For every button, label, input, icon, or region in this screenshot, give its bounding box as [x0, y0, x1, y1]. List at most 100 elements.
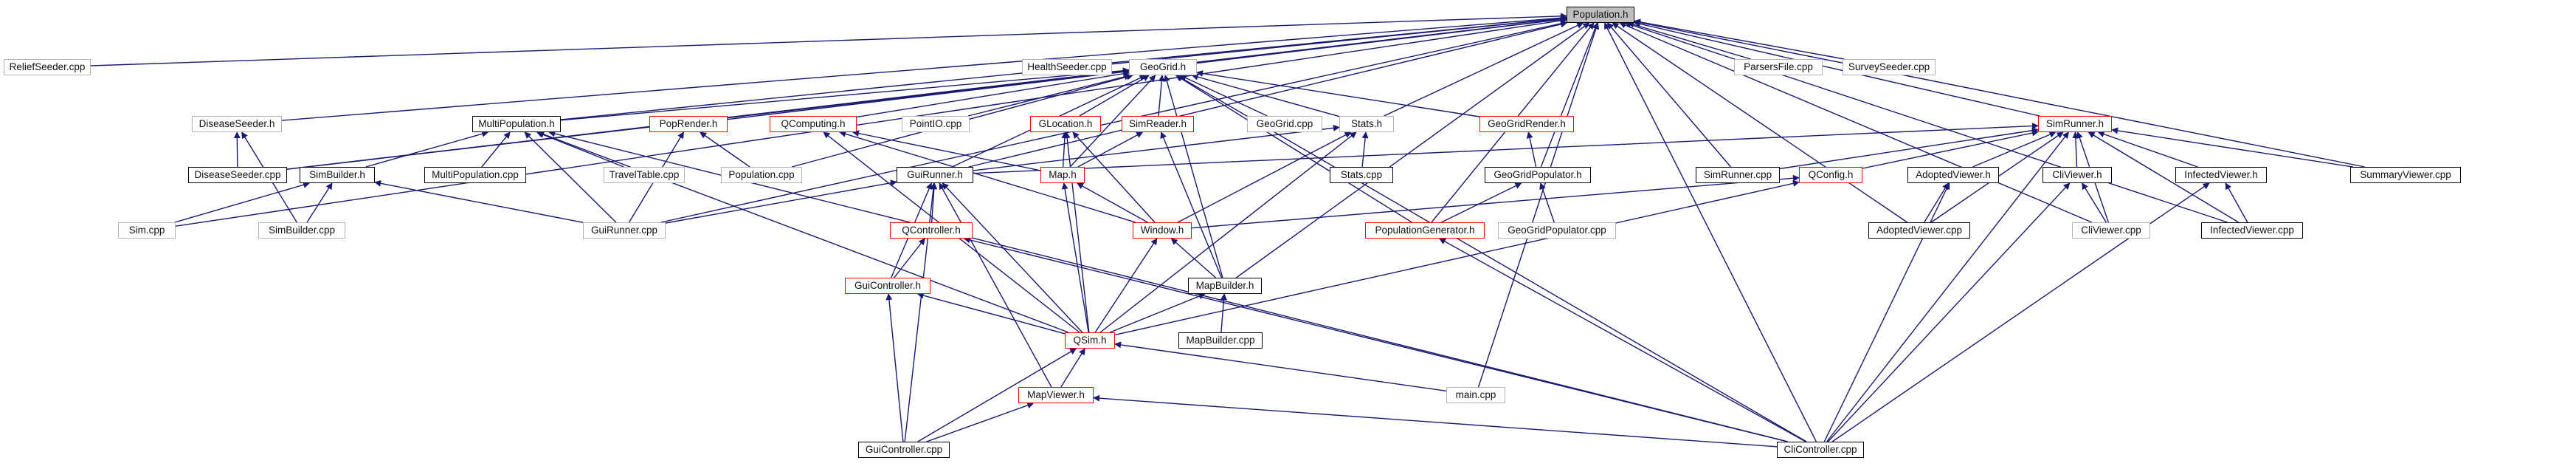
edge-qcontroller_h-to-guirunner_h — [930, 182, 938, 223]
node-map-builder-h[interactable]: MapBuilder.h — [1188, 278, 1262, 294]
edge-adoptedviewer_cpp-to-adoptedviewer_h — [1924, 182, 1949, 223]
node-label: Map.h — [1049, 169, 1077, 180]
edge-parsers_cpp-to-pop_h — [1627, 21, 1751, 60]
node-label: GeoGridPopulator.h — [1494, 169, 1582, 180]
edge-geogrid_h-to-pop_h — [1196, 16, 1567, 64]
node-label: MultiPopulation.h — [478, 118, 555, 129]
edge-qsim_h-to-window_h — [1094, 238, 1158, 333]
node-label: TravelTable.cpp — [609, 169, 680, 180]
node-sim-cpp[interactable]: Sim.cpp — [118, 222, 176, 239]
node-parsers-file-cpp[interactable]: ParsersFile.cpp — [1734, 59, 1823, 75]
node-relief-seeder-cpp[interactable]: ReliefSeeder.cpp — [4, 59, 91, 75]
node-stats-h[interactable]: Stats.h — [1339, 116, 1394, 132]
node-sim-builder-cpp[interactable]: SimBuilder.cpp — [258, 222, 345, 239]
node-q-controller-h[interactable]: QController.h — [890, 222, 973, 239]
node-gui-controller-cpp[interactable]: GuiController.cpp — [858, 442, 950, 458]
node-survey-seeder-cpp[interactable]: SurveySeeder.cpp — [1843, 59, 1936, 75]
node-sim-builder-h[interactable]: SimBuilder.h — [300, 167, 375, 183]
node-label: Sim.cpp — [128, 225, 165, 236]
node-gui-runner-cpp[interactable]: GuiRunner.cpp — [583, 222, 666, 239]
edge-guirunner_cpp-to-guirunner_h — [665, 179, 897, 224]
node-pop-render-h[interactable]: PopRender.h — [649, 116, 728, 132]
node-label: SurveySeeder.cpp — [1848, 61, 1930, 72]
node-disease-seeder-cpp[interactable]: DiseaseSeeder.cpp — [188, 167, 287, 183]
edge-guicontroller_cpp-to-mapviewer_h — [926, 402, 1035, 442]
node-gui-controller-h[interactable]: GuiController.h — [845, 278, 930, 294]
node-window-h[interactable]: Window.h — [1133, 222, 1192, 239]
edge-qsim_h-to-map_h — [1061, 182, 1089, 333]
edge-main_cpp-to-pop_h — [1477, 22, 1600, 388]
node-q-computing-h[interactable]: QComputing.h — [770, 116, 857, 132]
edge-map_h-to-simreader_h — [1077, 131, 1144, 168]
node-adopted-viewer-h[interactable]: AdoptedViewer.h — [1907, 167, 1999, 183]
edge-guicontroller_h-to-qcontroller_h — [894, 238, 925, 278]
node-q-sim-h[interactable]: QSim.h — [1065, 332, 1115, 349]
edge-popgen_h-to-geogrid_h — [1175, 75, 1412, 223]
edge-health_cpp-to-pop_h — [1111, 15, 1567, 64]
node-geo-grid-render-h[interactable]: GeoGridRender.h — [1479, 116, 1574, 132]
node-cli-viewer-cpp[interactable]: CliViewer.cpp — [2072, 222, 2150, 239]
node-map-builder-cpp[interactable]: MapBuilder.cpp — [1178, 332, 1263, 349]
node-adopted-viewer-cpp[interactable]: AdoptedViewer.cpp — [1868, 222, 1970, 239]
node-g-location-h[interactable]: GLocation.h — [1030, 116, 1101, 132]
node-sim-runner-cpp[interactable]: SimRunner.cpp — [1696, 167, 1780, 183]
edge-cli_cpp-to-mapviewer_h — [1093, 394, 1778, 448]
node-label: CliViewer.cpp — [2081, 225, 2141, 236]
edge-qsim_h-to-guirunner_h — [942, 182, 1083, 333]
node-disease-seeder-h[interactable]: DiseaseSeeder.h — [192, 116, 282, 132]
edge-infectedviewer_cpp-to-infectedviewer_h — [2225, 182, 2248, 223]
edge-disease_cpp-to-disease_h — [233, 131, 241, 168]
node-stats-cpp[interactable]: Stats.cpp — [1330, 167, 1393, 183]
edge-mapbuilder_h-to-simreader_h — [1160, 131, 1223, 278]
node-label: QSim.h — [1073, 335, 1107, 346]
node-main-cpp[interactable]: main.cpp — [1446, 387, 1505, 403]
node-label: GeoGrid.h — [1139, 61, 1187, 72]
node-sim-runner-h[interactable]: SimRunner.h — [2038, 116, 2112, 132]
node-map-viewer-h[interactable]: MapViewer.h — [1018, 387, 1094, 403]
edge-simreader_h-to-geogrid_h — [1158, 75, 1165, 117]
node-geo-grid-cpp[interactable]: GeoGrid.cpp — [1247, 116, 1322, 132]
node-infected-viewer-cpp[interactable]: InfectedViewer.cpp — [2201, 222, 2303, 239]
edge-mapbuilder_h-to-geogrid_h — [1163, 75, 1223, 278]
node-label: GeoGrid.cpp — [1256, 118, 1313, 129]
edge-infectedviewer_h-to-simrunner_h — [2097, 131, 2198, 168]
node-label: AdoptedViewer.h — [1916, 169, 1991, 180]
node-multi-population-h[interactable]: MultiPopulation.h — [472, 116, 561, 132]
node-label: GuiController.cpp — [865, 444, 943, 455]
node-travel-table-cpp[interactable]: TravelTable.cpp — [604, 167, 685, 183]
node-sim-reader-h[interactable]: SimReader.h — [1122, 116, 1194, 132]
node-cli-controller-cpp[interactable]: CliController.cpp — [1777, 442, 1864, 458]
node-geo-grid-populator-cpp[interactable]: GeoGridPopulator.cpp — [1498, 222, 1616, 239]
edge-guicontroller_cpp-to-guicontroller_h — [885, 293, 904, 442]
node-cli-viewer-h[interactable]: CliViewer.h — [2043, 167, 2112, 183]
node-population-generator-h[interactable]: PopulationGenerator.h — [1365, 222, 1485, 239]
node-gui-runner-h[interactable]: GuiRunner.h — [897, 167, 973, 183]
edge-geogridrender_h-to-geogrid_h — [1196, 70, 1480, 117]
edge-popul_cpp-to-poprender_h — [700, 131, 750, 168]
edge-mapviewer_h-to-qsim_h — [1060, 348, 1085, 388]
node-label: DiseaseSeeder.h — [198, 118, 275, 129]
edge-cli_cpp-to-geogrid_h — [1176, 75, 1807, 442]
node-map-h[interactable]: Map.h — [1040, 167, 1085, 183]
node-label: GeoGridPopulator.cpp — [1508, 225, 1606, 236]
node-geo-grid-h[interactable]: GeoGrid.h — [1129, 59, 1197, 75]
node-health-seeder-cpp[interactable]: HealthSeeder.cpp — [1022, 59, 1112, 75]
edge-infectedviewer_cpp-to-pop_h — [1624, 21, 2228, 223]
node-label: QConfig.h — [1808, 169, 1854, 180]
edge-guirunner_h-to-stats_h — [973, 124, 1340, 171]
node-geo-grid-populator-h[interactable]: GeoGridPopulator.h — [1485, 167, 1591, 183]
edge-qsim_h-to-stats_h — [1099, 131, 1357, 333]
edge-glocation_h-to-geogrid_h — [1079, 75, 1150, 117]
node-population-cpp[interactable]: Population.cpp — [721, 167, 802, 183]
node-multi-population-cpp[interactable]: MultiPopulation.cpp — [424, 167, 526, 183]
node-label: ParsersFile.cpp — [1744, 61, 1813, 72]
node-q-config-h[interactable]: QConfig.h — [1799, 167, 1862, 183]
node-infected-viewer-h[interactable]: InfectedViewer.h — [2175, 167, 2267, 183]
edge-adoptedviewer_h-to-simrunner_h — [1972, 131, 2057, 168]
edge-cliviewer_cpp-to-pop_h — [1619, 22, 2093, 223]
node-summary-viewer-cpp[interactable]: SummaryViewer.cpp — [2350, 167, 2461, 183]
node-population-h: Population.h — [1567, 7, 1634, 23]
node-point-io-cpp[interactable]: PointIO.cpp — [902, 116, 970, 132]
edge-geogridpop_h-to-geogridrender_h — [1526, 131, 1537, 168]
edge-cli_cpp-to-pop_h — [1603, 22, 1817, 442]
